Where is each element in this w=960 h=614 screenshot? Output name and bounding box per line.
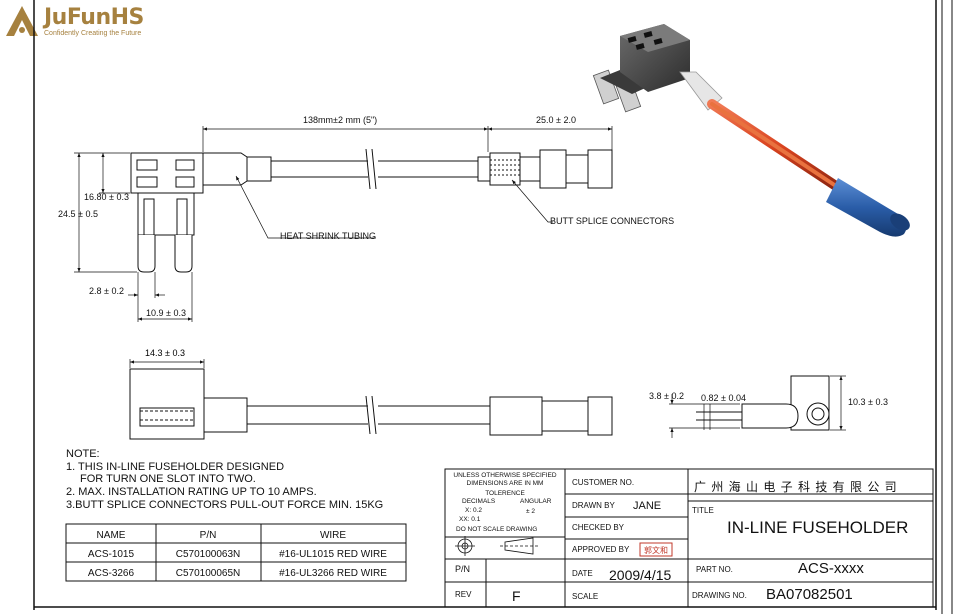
dim-wire-length: 138mm±2 mm (5"): [303, 115, 377, 125]
bottom-view: [129, 368, 613, 440]
blade-profile: [741, 403, 799, 429]
x-tolerance: X: 0.2: [465, 507, 482, 514]
front-view: [130, 148, 613, 273]
drawing-no-value: BA07082501: [766, 586, 853, 603]
xx-tolerance: XX: 0.1: [459, 516, 481, 523]
side-dimension-labels: 3.8 ± 0.2 0.82 ± 0.04 10.3 ± 0.3: [649, 391, 888, 407]
note-line: FOR TURN ONE SLOT INTO TWO.: [80, 473, 256, 485]
butt-splice: [489, 152, 521, 186]
drawing-title: IN-LINE FUSEHOLDER: [727, 518, 908, 537]
rev-value: F: [512, 588, 521, 604]
dim-splice-length: 25.0 ± 2.0: [536, 115, 576, 125]
table-cell: ACS-3266: [88, 568, 135, 579]
part-no-label: PART NO.: [696, 565, 733, 574]
approved-by-label: APPROVED BY: [572, 545, 630, 554]
blade-window: [176, 198, 188, 236]
table-header: WIRE: [320, 530, 346, 541]
projection-symbol-icon: [455, 536, 538, 556]
render-splice: [826, 178, 907, 237]
dim-blade-thickness: 3.8 ± 0.2: [649, 391, 684, 401]
table-cell: ACS-1015: [88, 549, 135, 560]
note-line: 1. THIS IN-LINE FUSEHOLDER DESIGNED: [66, 461, 284, 473]
fuse-slot: [175, 176, 195, 188]
blade-window: [143, 198, 155, 236]
wire-boot: [202, 152, 248, 186]
product-render: [592, 24, 910, 237]
fuse-slot: [136, 159, 158, 171]
front-dimension-labels: 138mm±2 mm (5") 25.0 ± 2.0 16.80 ± 0.3 2…: [58, 115, 674, 318]
table-cell: C570100065N: [176, 568, 241, 579]
fuse-slot: [175, 159, 195, 171]
rev-label: REV: [455, 590, 472, 599]
blade-right: [174, 235, 193, 273]
drawn-by-value: JANE: [633, 500, 661, 512]
drawing-no-label: DRAWING NO.: [692, 591, 747, 600]
no-scale-note: DO NOT SCALE DRAWING: [456, 526, 537, 533]
approval-stamp: [639, 542, 673, 557]
logo-tagline: Confidently Creating the Future: [44, 30, 142, 37]
date-label: DATE: [572, 569, 593, 578]
front-dimensions: [74, 126, 613, 322]
side-view: [696, 375, 830, 431]
company-logo: JuFunHS Confidently Creating the Future: [4, 4, 144, 38]
notes: NOTE: 1. THIS IN-LINE FUSEHOLDER DESIGNE…: [66, 448, 383, 511]
table-cell: C570100063N: [176, 549, 241, 560]
title-block: UNLESS OTHERWISE SPECIFIED DIMENSIONS AR…: [444, 468, 934, 608]
date-value: 2009/4/15: [609, 567, 671, 583]
table-header: NAME: [97, 530, 126, 541]
dim-holder-height: 16.80 ± 0.3: [84, 192, 129, 202]
note-line: 3.BUTT SPLICE CONNECTORS PULL-OUT FORCE …: [66, 499, 383, 511]
callout-heat-shrink: HEAT SHRINK TUBING: [280, 231, 376, 241]
checked-by-label: CHECKED BY: [572, 523, 625, 532]
dim-overall-height: 24.5 ± 0.5: [58, 209, 98, 219]
logo-icon: [6, 6, 38, 36]
blade-left: [137, 235, 156, 273]
logo-wordmark: JuFunHS: [44, 5, 144, 30]
dim-blade-span: 10.9 ± 0.3: [146, 308, 186, 318]
parts-table: NAME P/N WIRE ACS-1015 C570100063N #16-U…: [65, 523, 407, 582]
holder-side: [129, 368, 205, 440]
butt-splice-bottom: [489, 396, 543, 436]
table-header: P/N: [200, 530, 217, 541]
dim-holder-width: 14.3 ± 0.3: [145, 348, 185, 358]
angular-tolerance: ± 2: [526, 508, 535, 515]
table-cell: #16-UL1015 RED WIRE: [279, 549, 387, 560]
angular-label: ANGULAR: [520, 498, 552, 505]
tolerance-line: DIMENSIONS ARE IN MM: [467, 480, 544, 487]
dim-blade-tip: 0.82 ± 0.04: [701, 393, 746, 403]
title-label: TITLE: [692, 506, 714, 515]
part-no-value: ACS-xxxx: [798, 560, 864, 577]
tolerance-line: UNLESS OTHERWISE SPECIFIED: [453, 472, 556, 479]
pn-label: P/N: [455, 564, 470, 574]
company-name: 广 州 海 山 电 子 科 技 有 限 公 司: [694, 479, 898, 494]
drawn-by-label: DRAWN BY: [572, 501, 615, 510]
decimals-label: DECIMALS: [462, 498, 496, 505]
approval-stamp-text: 郭文和: [644, 545, 668, 555]
tolerance-line: TOLERENCE: [485, 490, 525, 497]
customer-no-label: CUSTOMER NO.: [572, 478, 634, 487]
bottom-dimensions: [129, 359, 205, 368]
scale-label: SCALE: [572, 592, 598, 601]
dim-side-height: 10.3 ± 0.3: [848, 397, 888, 407]
dim-blade-gap: 2.8 ± 0.2: [89, 286, 124, 296]
fuse-slot: [136, 176, 158, 188]
table-cell: #16-UL3266 RED WIRE: [279, 568, 387, 579]
notes-heading: NOTE:: [66, 448, 100, 460]
callout-butt-splice: BUTT SPLICE CONNECTORS: [550, 216, 674, 226]
side-dimensions: [669, 375, 846, 438]
note-line: 2. MAX. INSTALLATION RATING UP TO 10 AMP…: [66, 486, 317, 498]
